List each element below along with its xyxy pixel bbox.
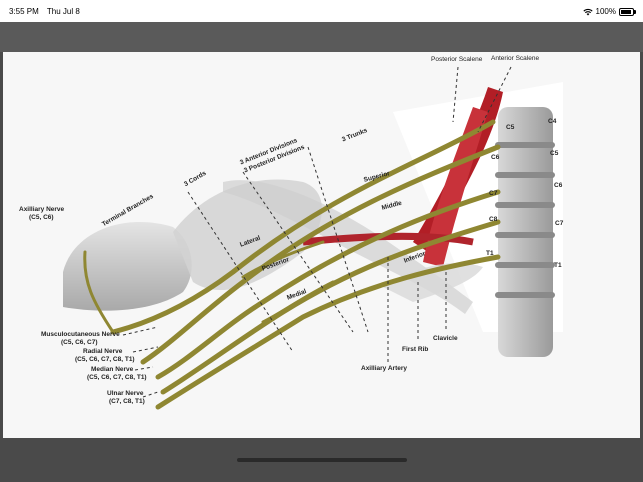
wifi-icon (582, 8, 593, 15)
label-first-rib: First Rib (402, 346, 429, 353)
label-median-roots: (C5, C6, C7, C8, T1) (87, 374, 147, 381)
anterior-scalene-line (477, 66, 512, 133)
viewer-top-bar (0, 22, 643, 52)
axillary-nerve-branch (83, 250, 115, 334)
home-indicator[interactable] (237, 458, 407, 462)
label-musculocutaneous-nerve: Musculocutaneous Nerve (41, 331, 120, 338)
median-line (134, 366, 154, 371)
divisions-guide-line (242, 171, 354, 333)
label-ulnar-nerve: Ulnar Nerve (107, 390, 144, 397)
radial-line (132, 346, 159, 353)
label-c7-root: C7 (489, 190, 498, 197)
status-date: Thu Jul 8 (46, 7, 80, 16)
label-posterior-scalene: Posterior Scalene (431, 56, 483, 63)
label-c5-right: C5 (550, 150, 559, 157)
label-axillary-artery: Axilliary Artery (361, 365, 408, 372)
label-c6-right: C6 (554, 182, 563, 189)
trunks-guide-line (307, 146, 369, 333)
nerve-t1 (155, 254, 501, 410)
first-rib-bone (383, 263, 483, 302)
axillary-artery-vessel (302, 232, 474, 246)
label-radial-nerve: Radial Nerve (83, 348, 123, 355)
medial-cord-branch (261, 280, 335, 324)
label-c5-root: C5 (506, 124, 515, 131)
label-t1-root: T1 (486, 250, 494, 257)
label-ulnar-roots: (C7, C8, T1) (109, 398, 145, 405)
label-clavicle: Clavicle (433, 335, 458, 342)
cords-guide-line (187, 191, 294, 353)
label-c6-root: C6 (491, 154, 500, 161)
label-axillary-nerve-roots: (C5, C6) (29, 214, 54, 221)
battery-percent: 100% (595, 7, 616, 16)
battery-icon (619, 7, 636, 16)
status-bar: 3:55 PM Thu Jul 8 100% (0, 0, 643, 22)
label-axillary-nerve: Axilliary Nerve (19, 206, 65, 213)
label-anterior-scalene: Anterior Scalene (491, 55, 540, 62)
status-time: 3:55 PM (9, 7, 39, 16)
label-c4: C4 (548, 118, 557, 125)
label-median-nerve: Median Nerve (91, 366, 134, 373)
humerus (63, 222, 192, 311)
label-musculocutaneous-roots: (C5, C6, C7) (61, 339, 98, 346)
anatomy-image[interactable]: Posterior Scalene Anterior Scalene Axill… (3, 52, 640, 438)
brachial-plexus-illustration (63, 66, 563, 410)
label-t1-right: T1 (554, 262, 562, 269)
lateral-cord-branch (241, 240, 325, 279)
label-c8-root: C8 (489, 216, 498, 223)
label-radial-roots: (C5, C6, C7, C8, T1) (75, 356, 135, 363)
nerve-c7 (155, 189, 501, 380)
anterior-scalene-muscle (423, 107, 488, 267)
ulnar-line (142, 391, 159, 398)
label-c7-right: C7 (555, 220, 564, 227)
nerve-c5 (110, 119, 496, 335)
